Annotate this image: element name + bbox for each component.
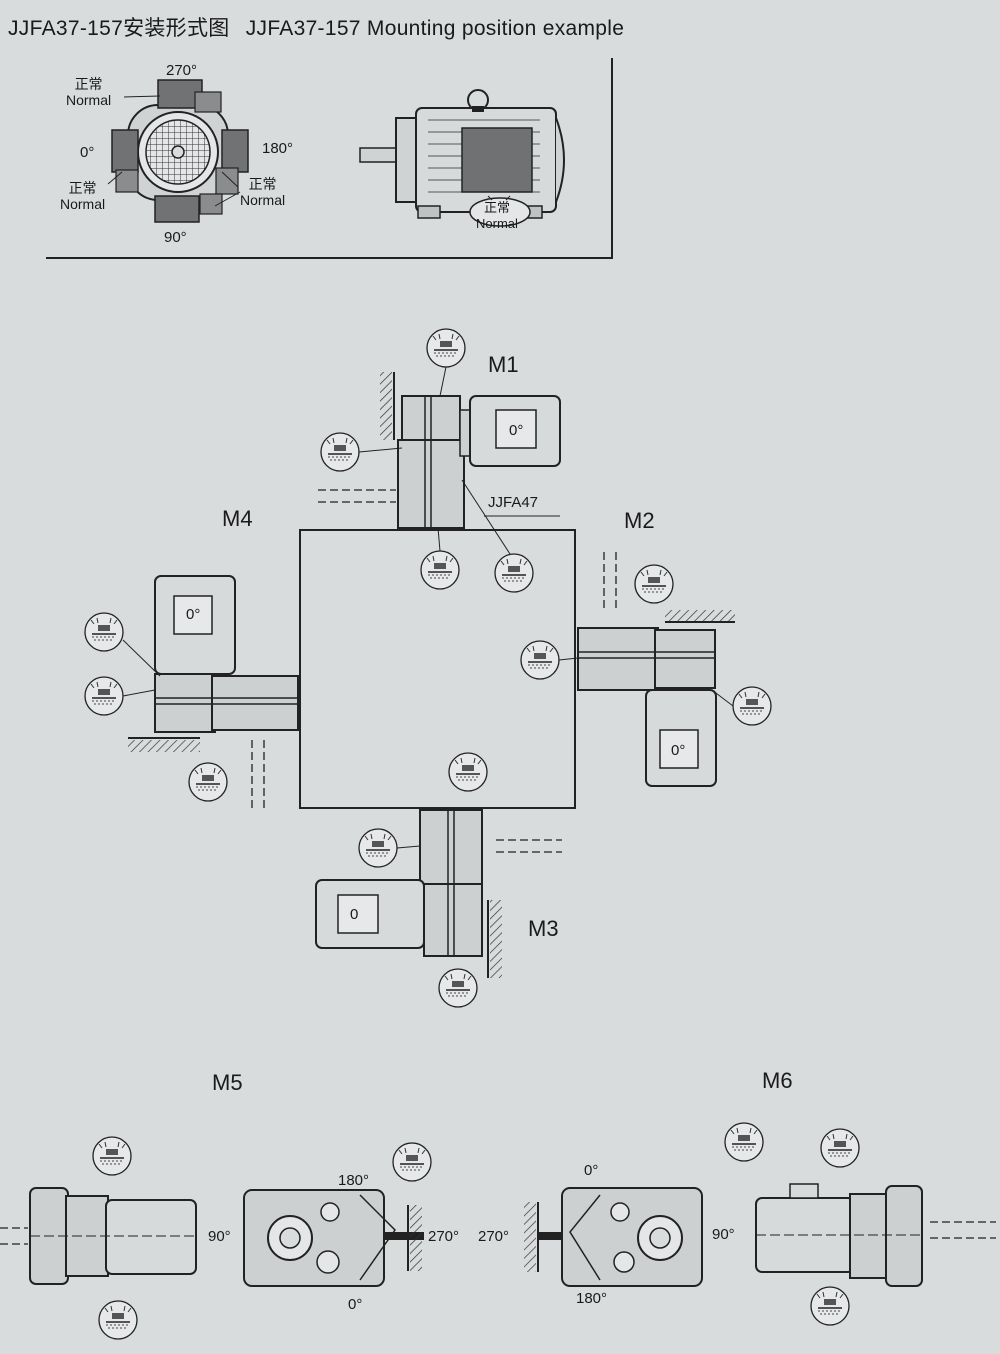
normal-label-side: 正常 Normal xyxy=(476,200,518,231)
m5-angle-90: 90° xyxy=(208,1228,231,1245)
motor-angle-m4: 0° xyxy=(186,606,201,623)
angle-0: 0° xyxy=(80,144,95,161)
motor-angle-m1: 0° xyxy=(509,422,524,439)
m6-angle-0: 0° xyxy=(584,1162,599,1179)
terminal-front-view xyxy=(107,79,249,223)
m3-unit xyxy=(315,752,562,1008)
m5-angle-180: 180° xyxy=(338,1172,370,1189)
m4-unit xyxy=(84,575,299,810)
mounting-wall xyxy=(299,529,576,809)
normal-label-0: 正常 Normal xyxy=(60,180,106,212)
normal-label-180: 正常 Normal xyxy=(240,176,286,208)
m5-unit xyxy=(0,1136,432,1340)
page-title: JJFA37-157安装形式图 JJFA37-157 Mounting posi… xyxy=(8,12,634,42)
motor-angle-m2: 0° xyxy=(671,742,686,759)
label-m6: M6 xyxy=(762,1068,793,1093)
motor-angle-m3: 0 xyxy=(350,906,359,923)
m2-unit xyxy=(520,552,772,787)
m6-angle-180: 180° xyxy=(576,1290,608,1307)
angle-270: 270° xyxy=(166,62,198,79)
m6-angle-270: 270° xyxy=(478,1228,510,1245)
box-0 xyxy=(111,129,139,173)
label-m3: M3 xyxy=(528,916,559,941)
top-frame xyxy=(46,58,613,259)
label-m1: M1 xyxy=(488,352,519,377)
label-m5: M5 xyxy=(212,1070,243,1095)
m6-unit xyxy=(524,1122,996,1326)
m5-angle-270: 270° xyxy=(428,1228,460,1245)
label-m4: M4 xyxy=(222,506,253,531)
m6-angle-90: 90° xyxy=(712,1226,735,1243)
title-cn: JJFA37-157安装形式图 xyxy=(8,17,230,40)
angle-90: 90° xyxy=(164,229,187,246)
label-m2: M2 xyxy=(624,508,655,533)
angle-180: 180° xyxy=(262,140,294,157)
model-note: JJFA47 xyxy=(488,494,539,511)
title-en: JJFA37-157 Mounting position example xyxy=(245,17,625,40)
box-180 xyxy=(221,129,249,173)
terminal-side-view xyxy=(359,89,565,227)
m1-unit xyxy=(318,328,561,593)
box-90 xyxy=(154,195,200,223)
m5-angle-0: 0° xyxy=(348,1296,363,1313)
normal-label-270: 正常 Normal xyxy=(66,76,112,108)
